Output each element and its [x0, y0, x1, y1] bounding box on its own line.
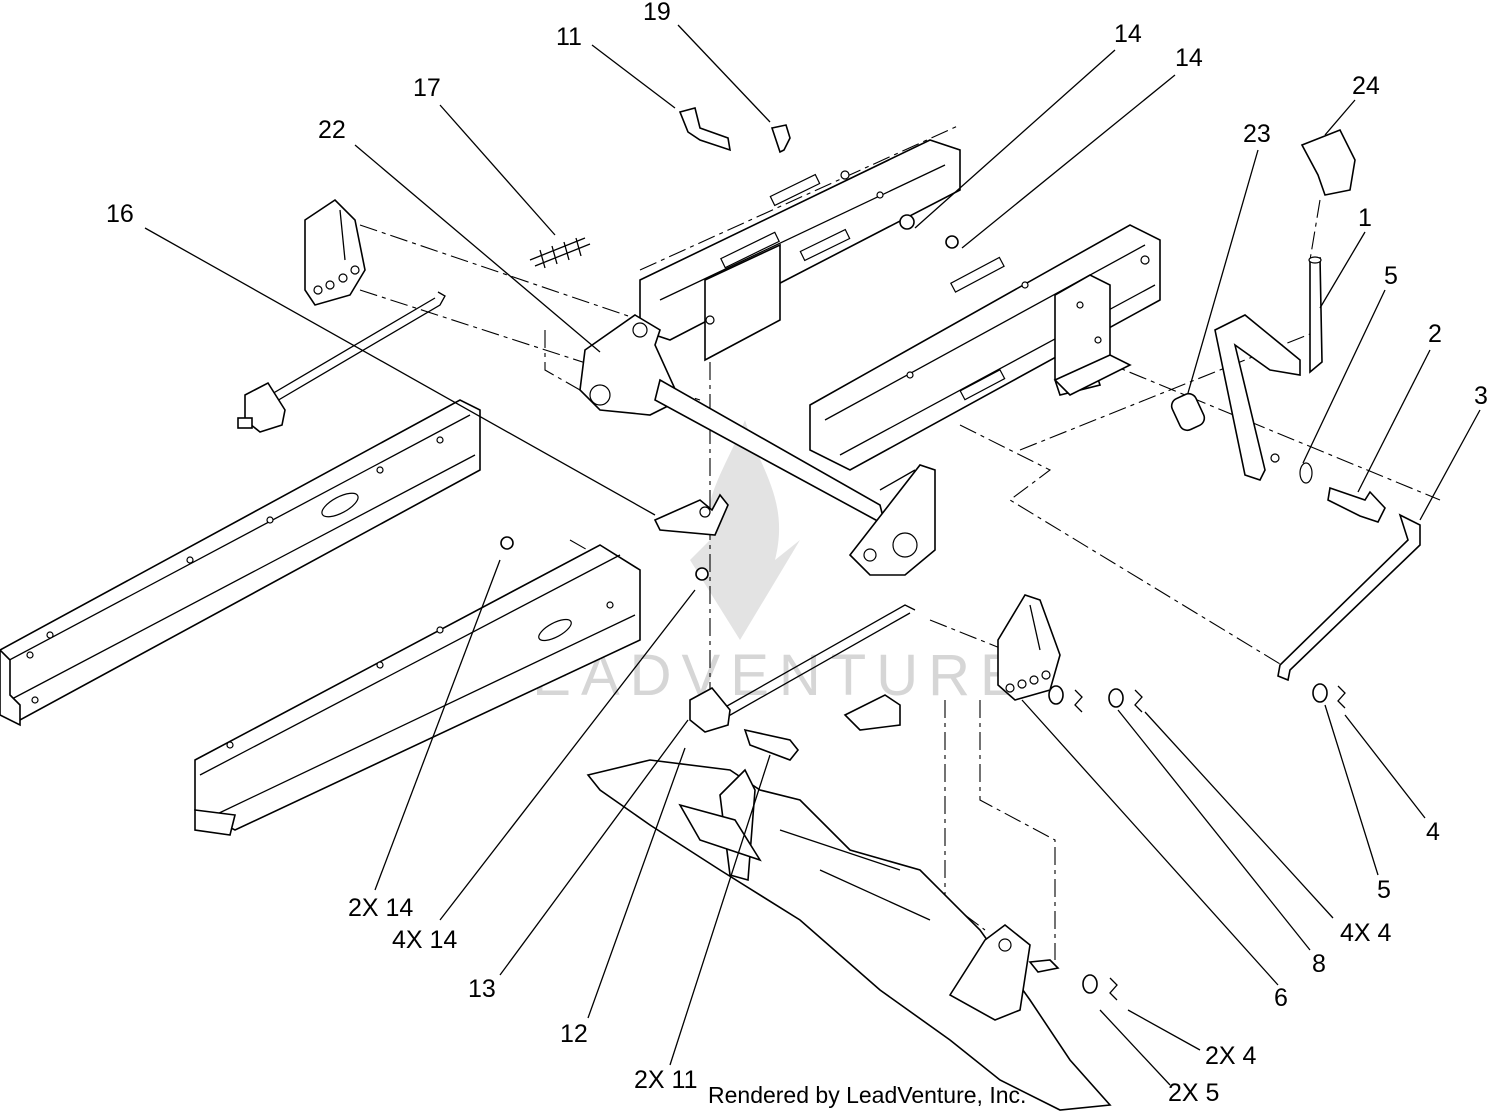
lever-knob: [1300, 128, 1356, 196]
callout-5-right: 5: [1377, 876, 1391, 904]
callout-16: 16: [106, 200, 134, 228]
callout-11-top: 11: [556, 23, 582, 51]
adjustment-plate-left: [304, 198, 366, 306]
top-center-rail: [639, 139, 961, 362]
callout-5-top: 5: [1384, 262, 1398, 290]
callout-1: 1: [1358, 204, 1372, 232]
callout-23: 23: [1243, 120, 1271, 148]
callout-3: 3: [1474, 382, 1488, 410]
bolt-19: [770, 124, 791, 154]
deck-hanger: [586, 759, 1112, 1111]
spacer: [1170, 392, 1206, 432]
callout-4x14: 4X 14: [392, 926, 457, 954]
washers-and-clips: [1048, 683, 1346, 1001]
leader-lines: [144, 24, 1481, 1086]
callout-2: 2: [1428, 320, 1442, 348]
callout-13: 13: [468, 975, 496, 1003]
callout-2x14: 2X 14: [348, 894, 413, 922]
upper-link-rod: [237, 291, 446, 433]
callout-14-b: 14: [1175, 44, 1203, 72]
callout-labels: 19 11 14 14 17 24 22 23 1 16 5 2 3 4 5 4…: [106, 0, 1488, 1108]
callout-17: 17: [413, 74, 441, 102]
spring: [529, 237, 591, 269]
adjustment-plate-right: [997, 594, 1061, 701]
clip-bracket-lower: [843, 694, 901, 731]
callout-22: 22: [318, 116, 346, 144]
lower-link-rod: [689, 604, 916, 761]
callout-12: 12: [560, 1020, 588, 1048]
callout-24: 24: [1352, 72, 1380, 100]
callout-2x11: 2X 11: [634, 1066, 697, 1094]
rod-3: [1277, 513, 1421, 682]
rendered-by-credit: Rendered by LeadVenture, Inc.: [708, 1082, 1026, 1108]
lift-lever: [1214, 256, 1323, 481]
bolt-2: [1299, 462, 1386, 523]
cross-shaft-assembly: [579, 314, 936, 576]
callout-6: 6: [1274, 984, 1288, 1012]
callout-14-a: 14: [1114, 20, 1142, 48]
flame-logo-icon: [690, 420, 800, 640]
callout-2x4: 2X 4: [1205, 1042, 1257, 1070]
shoulder-bolt-top: [678, 107, 732, 152]
clip-bracket: [653, 493, 729, 536]
callout-8: 8: [1312, 950, 1326, 978]
lower-frame-rail: [194, 544, 641, 836]
callout-19: 19: [643, 0, 671, 26]
left-frame-rail: [0, 399, 481, 727]
callout-4: 4: [1426, 818, 1440, 846]
pedal-bracket: [1053, 274, 1132, 396]
callout-2x5: 2X 5: [1168, 1079, 1219, 1107]
nuts: [500, 214, 959, 581]
callout-4x4: 4X 4: [1340, 919, 1392, 947]
